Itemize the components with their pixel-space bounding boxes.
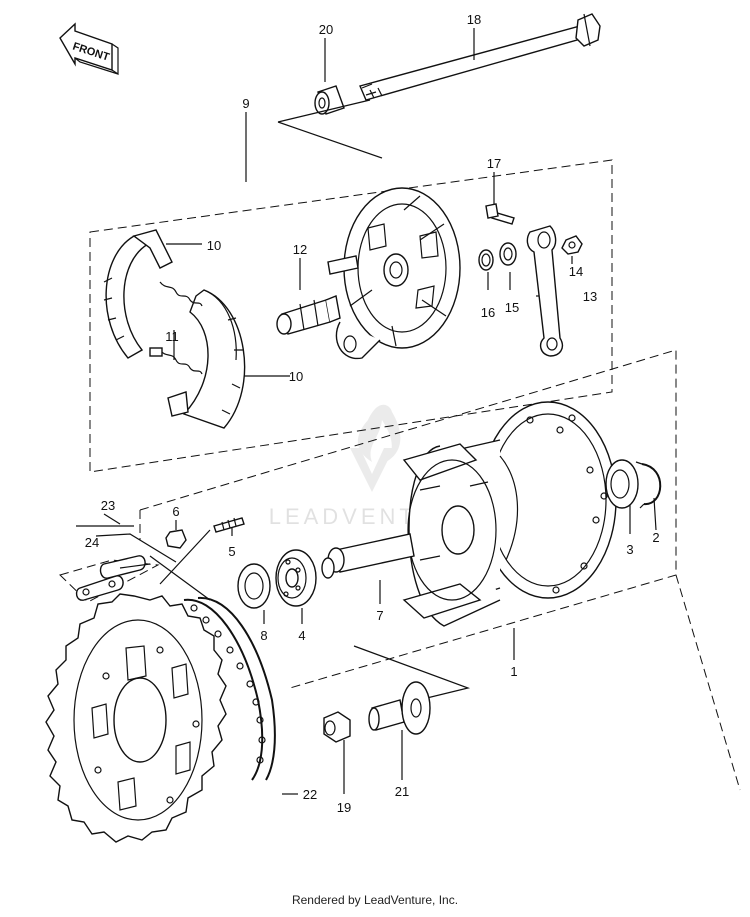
brake-springs [149,281,203,375]
callout-13: 13 [583,289,597,304]
callout-21: 21 [395,784,409,799]
axle-collar [314,85,345,115]
oil-seal [237,563,271,609]
hub-group-outline [139,349,677,689]
bearing-4 [275,549,317,607]
callout-22: 22 [303,787,317,802]
callout-17: 17 [487,156,501,171]
axle-nut [323,711,351,743]
callout-15: 15 [505,300,519,315]
callout-1: 1 [510,664,517,679]
callout-8: 8 [260,628,267,643]
callout-4: 4 [298,628,305,643]
lock-nut [561,235,583,255]
callout-10-upper: 10 [207,238,221,253]
callout-7: 7 [376,608,383,623]
callout-5: 5 [228,544,235,559]
sprocket-nut [165,529,187,549]
callout-3: 3 [626,542,633,557]
callout-24: 24 [85,535,99,550]
callout-6: 6 [172,504,179,519]
callout-18: 18 [467,12,481,27]
brake-arm [526,225,564,357]
rear-hub [402,401,617,627]
callout-9: 9 [242,96,249,111]
front-direction-badge: FRONT [59,22,119,76]
brake-cam [276,295,341,335]
circlip [635,461,662,509]
panel-bolt [485,203,515,225]
spacer-tube [321,533,415,579]
callout-2: 2 [652,530,659,545]
callout-19: 19 [337,800,351,815]
brake-shoe-lower [167,289,246,429]
callout-23: 23 [101,498,115,513]
rear-axle [359,13,601,101]
rear-sprocket [45,593,227,843]
chain-joint [75,555,151,601]
drive-chain [183,596,276,781]
brake-panel [327,187,461,360]
bearing-3 [605,459,639,509]
brake-group-outline [89,159,613,473]
callout-16: 16 [481,305,495,320]
brake-shoe-upper [103,229,173,359]
callout-14: 14 [569,264,583,279]
washer-16 [478,249,494,271]
leader-lines [76,28,657,795]
sprocket-collar [368,681,431,735]
callout-10-lower: 10 [289,369,303,384]
callout-11: 11 [165,329,179,344]
group-outlines [59,159,741,791]
callout-20: 20 [319,22,333,37]
callout-numbers: 1 2 3 4 5 6 7 8 9 10 10 11 12 13 14 15 1… [85,12,660,815]
washer-15 [499,242,517,266]
render-credit: Rendered by LeadVenture, Inc. [291,893,459,907]
callout-12: 12 [293,242,307,257]
chain-joint-outline [59,559,160,603]
sprocket-stud [213,517,245,533]
